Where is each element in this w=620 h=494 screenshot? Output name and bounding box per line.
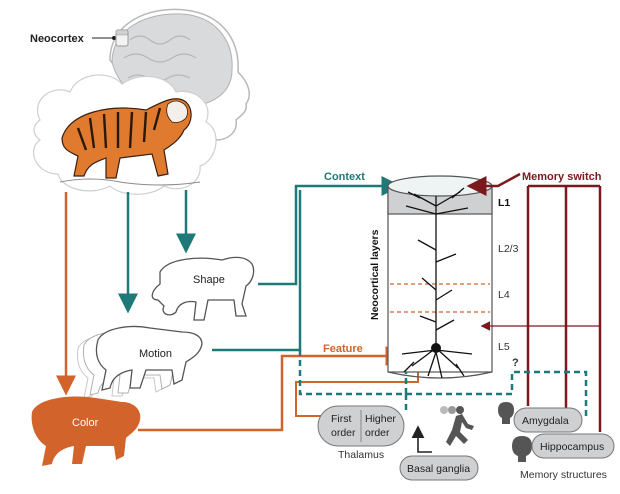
basal-ganglia-label: Basal ganglia: [407, 463, 470, 475]
motion-tiger-outline: Motion: [77, 325, 203, 399]
feature-label: Feature: [323, 343, 363, 355]
layer-l1-label: L1: [498, 197, 510, 209]
hippocampus-label: Hippocampus: [540, 441, 604, 453]
amygdala-label: Amygdala: [522, 415, 569, 427]
hippocampus-group: Hippocampus: [512, 433, 615, 462]
thalamus-label: Thalamus: [338, 449, 384, 461]
exclamation-head-icon: [498, 402, 514, 424]
thalamus-to-feature-pathway: [295, 362, 419, 417]
running-person-icon: [440, 406, 474, 446]
motion-label: Motion: [139, 348, 172, 360]
first-order-label-2: order: [331, 427, 356, 439]
basal-ganglia-group: Basal ganglia: [399, 455, 479, 481]
layer-l5-label: L5: [498, 341, 510, 353]
neocortical-layers-label: Neocortical layers: [369, 229, 381, 320]
higher-order-label-1: Higher: [365, 413, 396, 425]
memory-structures-label: Memory structures: [520, 469, 607, 481]
question-mark-label: ?: [512, 357, 519, 369]
thalamus-dashed-loop-left: [298, 350, 408, 396]
first-order-label-1: First: [331, 413, 351, 425]
amygdala-group: Amygdala: [498, 402, 583, 433]
color-tiger-silhouette: Color: [31, 396, 141, 466]
basal-ganglia-to-thalamus-arrow: [411, 425, 432, 453]
layer-l4-label: L4: [498, 289, 510, 301]
higher-order-label-2: order: [365, 427, 390, 439]
shape-to-l1-pathway: [258, 176, 402, 286]
color-to-l5-pathway: [138, 346, 406, 432]
color-label: Color: [72, 417, 99, 429]
memory-switch-label: Memory switch: [522, 171, 602, 183]
tiger-illustration: [32, 74, 217, 195]
memory-dashed-loop: [406, 370, 588, 418]
pyramidal-neuron: [401, 187, 473, 379]
shape-label: Shape: [193, 274, 225, 286]
layer-l23-label: L2/3: [498, 243, 519, 255]
question-head-icon: [512, 436, 532, 462]
context-label: Context: [324, 171, 365, 183]
shape-tiger-outline: Shape: [151, 256, 255, 321]
neocortex-label: Neocortex: [30, 33, 85, 45]
neocortex-label-group: Neocortex: [30, 29, 129, 47]
thalamus-group: First order Higher order Thalamus: [317, 405, 405, 461]
neuron-soma: [431, 343, 441, 353]
memory-switch-to-l1-pathway: [466, 172, 521, 196]
